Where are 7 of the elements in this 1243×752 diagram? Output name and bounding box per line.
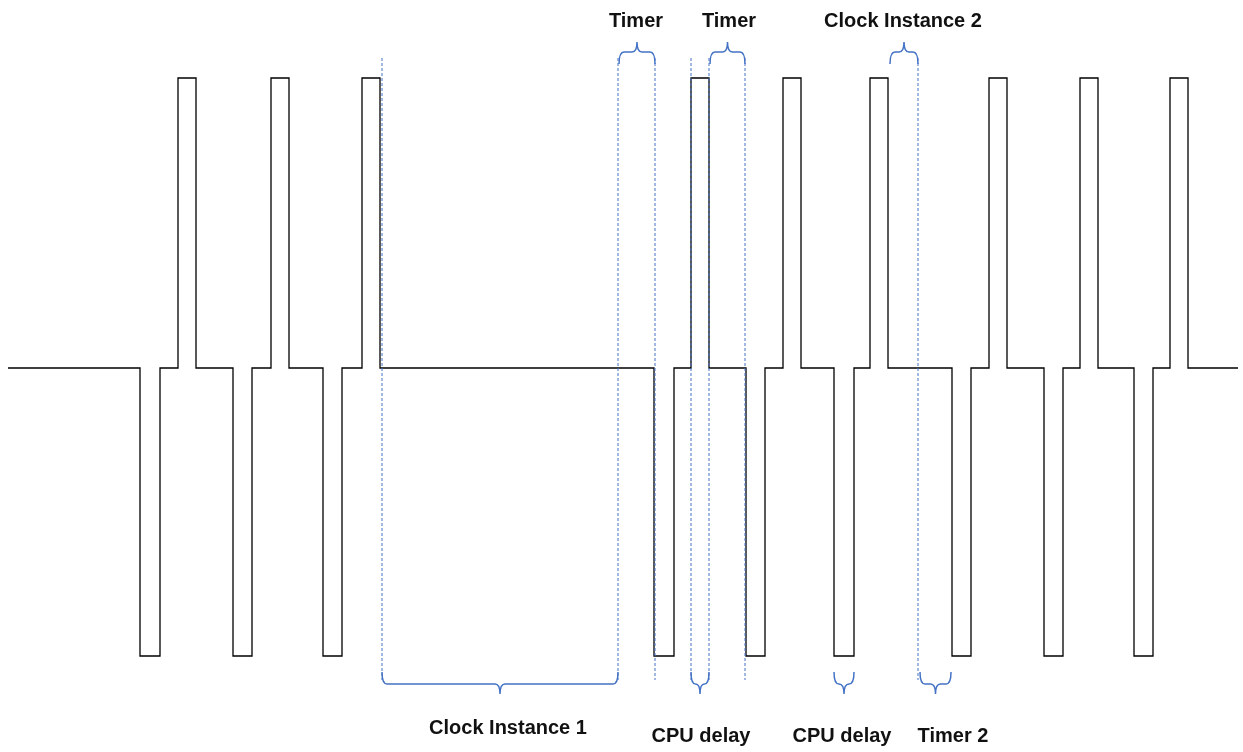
bracket-label: CPU delay: [792, 723, 892, 747]
bracket-label: CPU delay: [651, 723, 751, 747]
bracket-label: Clock Instance 2: [824, 8, 982, 32]
bracket-label: Timer 2: [917, 723, 989, 747]
bracket-label: Clock Instance 1: [429, 715, 587, 739]
bracket-label: Timer: [701, 8, 757, 32]
bracket-label: Timer: [608, 8, 664, 32]
